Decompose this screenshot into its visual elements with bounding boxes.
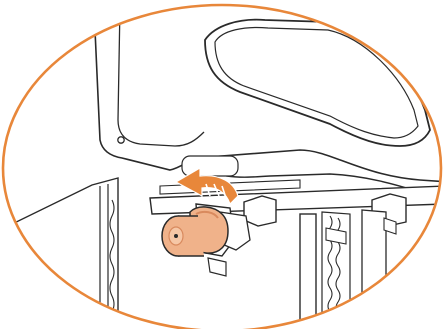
housing-screw-icon <box>118 137 124 143</box>
right-upright <box>362 210 386 329</box>
left-clamp <box>244 196 276 226</box>
center-post <box>300 214 316 329</box>
